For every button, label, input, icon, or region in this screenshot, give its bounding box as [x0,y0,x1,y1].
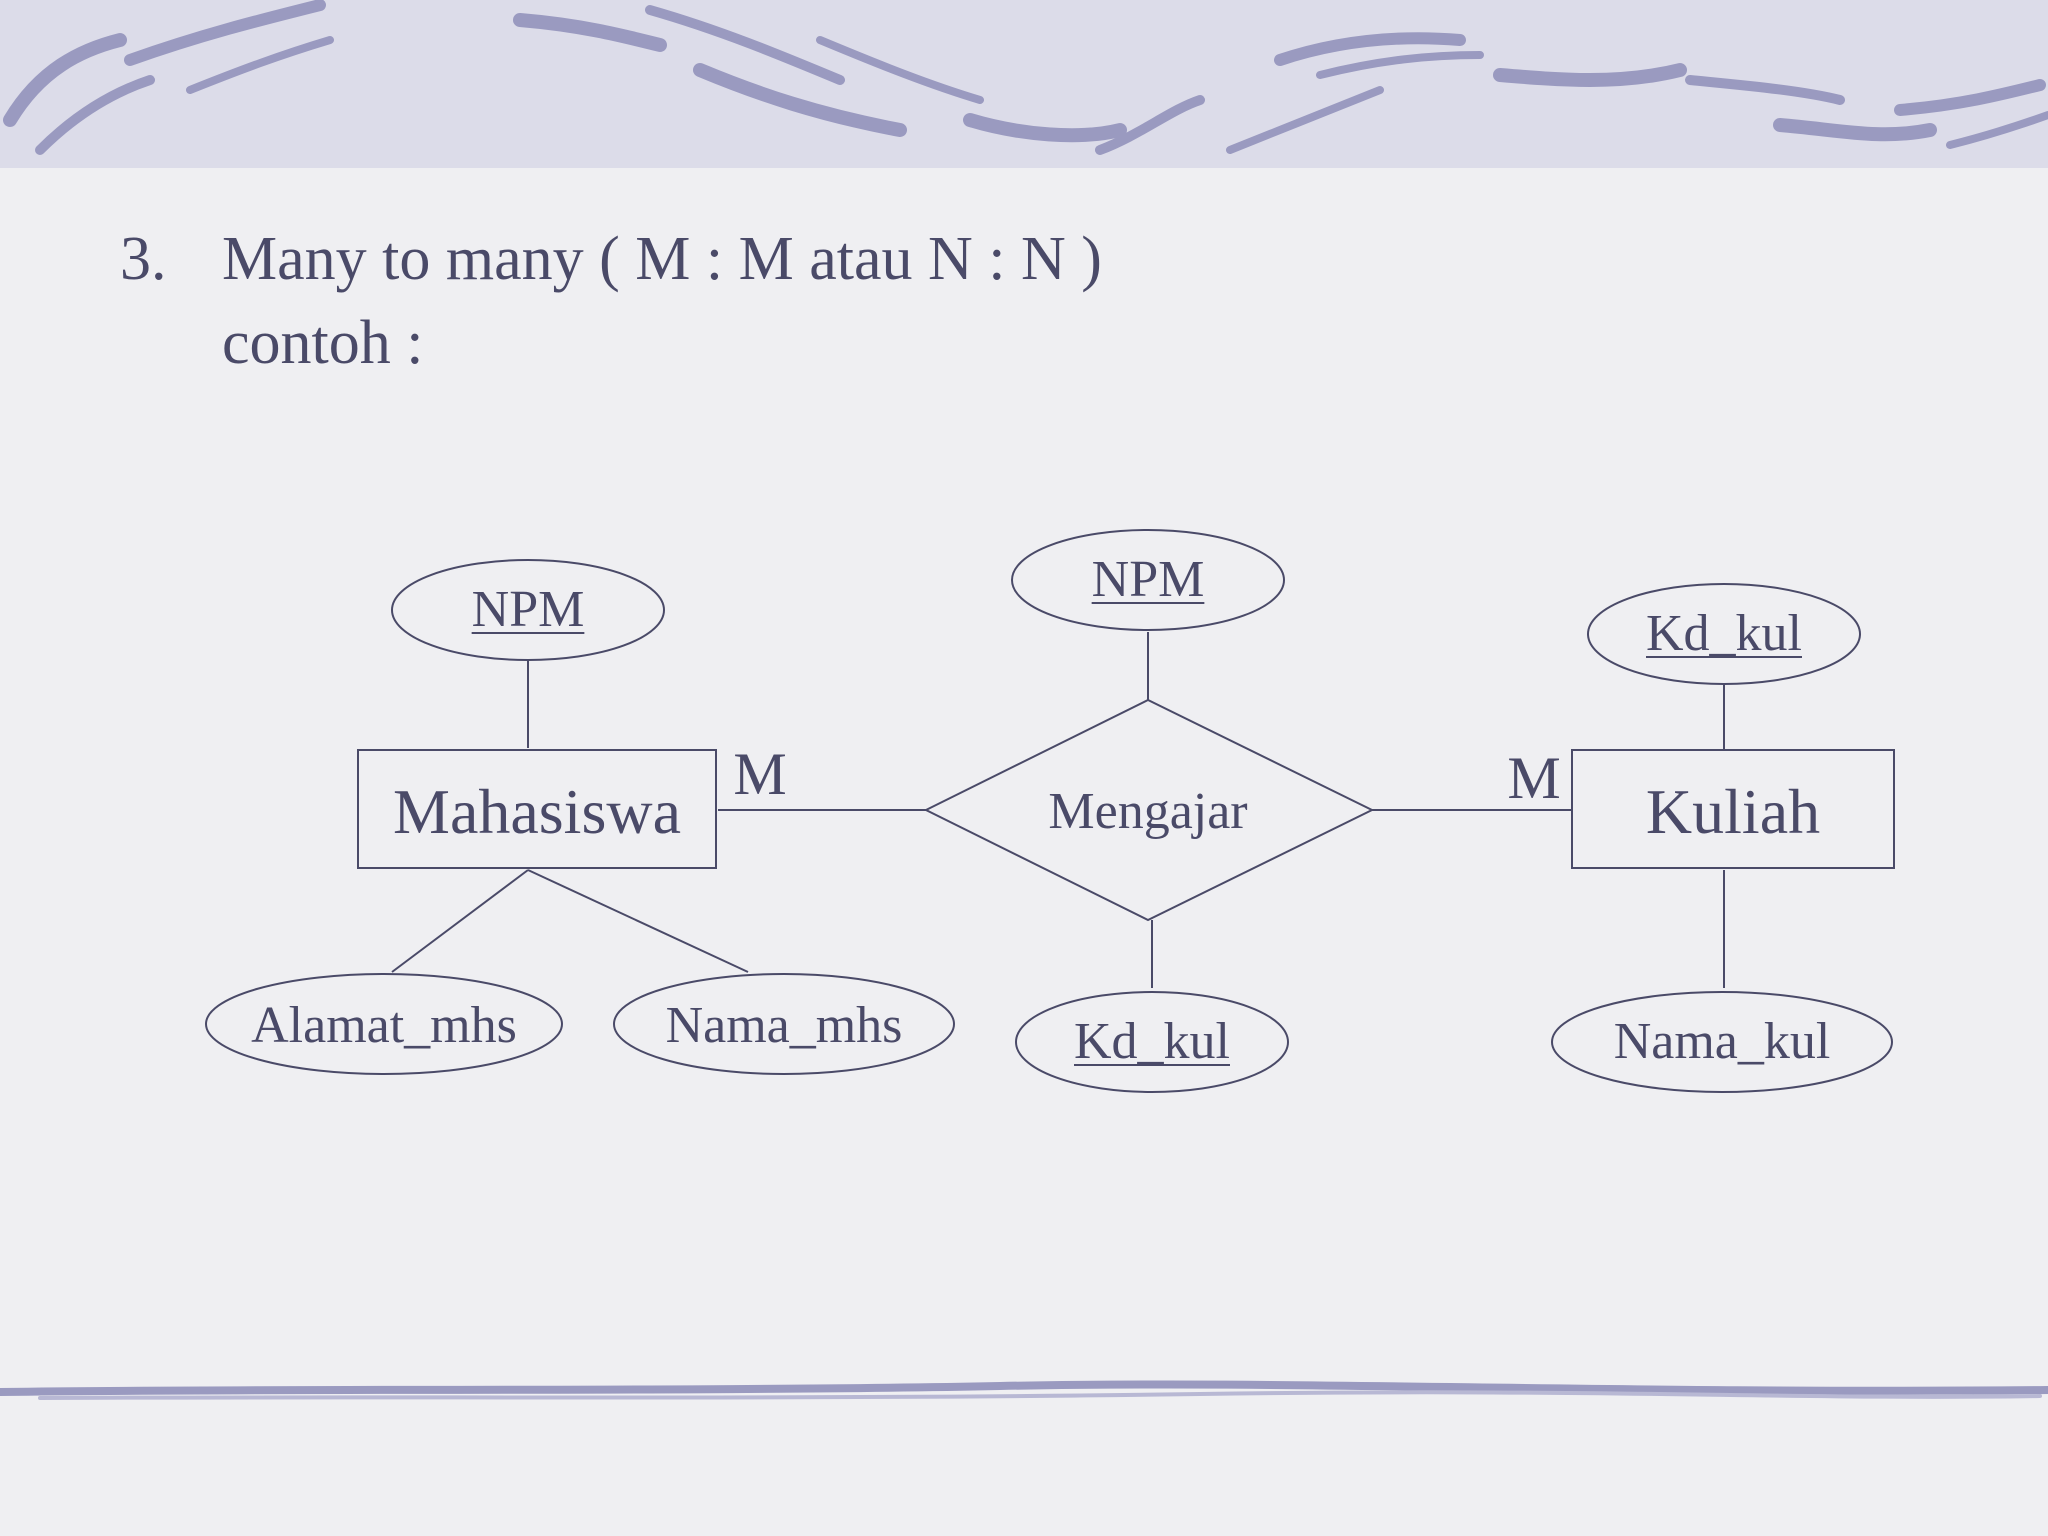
brush-strokes-graphic [3,0,2048,155]
cardinality-left: M [733,741,787,807]
entity-kuliah-label: Kuliah [1645,776,1821,847]
entity-kuliah-box [1571,749,1895,869]
footer-stroke-graphic [0,1380,2048,1400]
attribute-npm-mengajar: NPM [1091,551,1205,608]
attribute-kdkul-kuliah-ellipse [1587,583,1861,685]
attribute-nama-kul: Nama_kul [1613,1013,1831,1070]
attribute-npm-mahasiswa: NPM [471,581,585,638]
attribute-kdkul-mengajar: Kd_kul [1074,1013,1230,1070]
attribute-nama-mhs: Nama_mhs [665,997,903,1054]
connector-mahasiswa-alamat [391,869,529,973]
attribute-nama-mhs-ellipse [613,973,955,1075]
connector-mahasiswa-nama [527,869,749,973]
attribute-kdkul-kuliah: Kd_kul [1646,605,1802,662]
attribute-nama-kul-ellipse [1551,991,1893,1093]
list-number: 3. [120,225,167,293]
slide-title: Many to many ( M : M atau N : N ) [222,225,1102,293]
attribute-kdkul-mengajar-ellipse [1015,991,1289,1093]
relationship-mengajar-label: Mengajar [1048,783,1248,840]
header-decoration [0,0,2048,168]
entity-mahasiswa-box [357,749,717,869]
slide-subtitle: contoh : [222,309,424,377]
entity-mahasiswa-label: Mahasiswa [393,776,681,847]
cardinality-right: M [1507,745,1561,811]
attribute-alamat-mhs-ellipse [205,973,563,1075]
attribute-npm-mahasiswa-ellipse [391,559,665,661]
attribute-npm-mengajar-ellipse [1011,529,1285,631]
relationship-mengajar-diamond [923,698,1375,922]
footer-divider [0,1370,2048,1420]
attribute-alamat-mhs: Alamat_mhs [251,997,517,1054]
